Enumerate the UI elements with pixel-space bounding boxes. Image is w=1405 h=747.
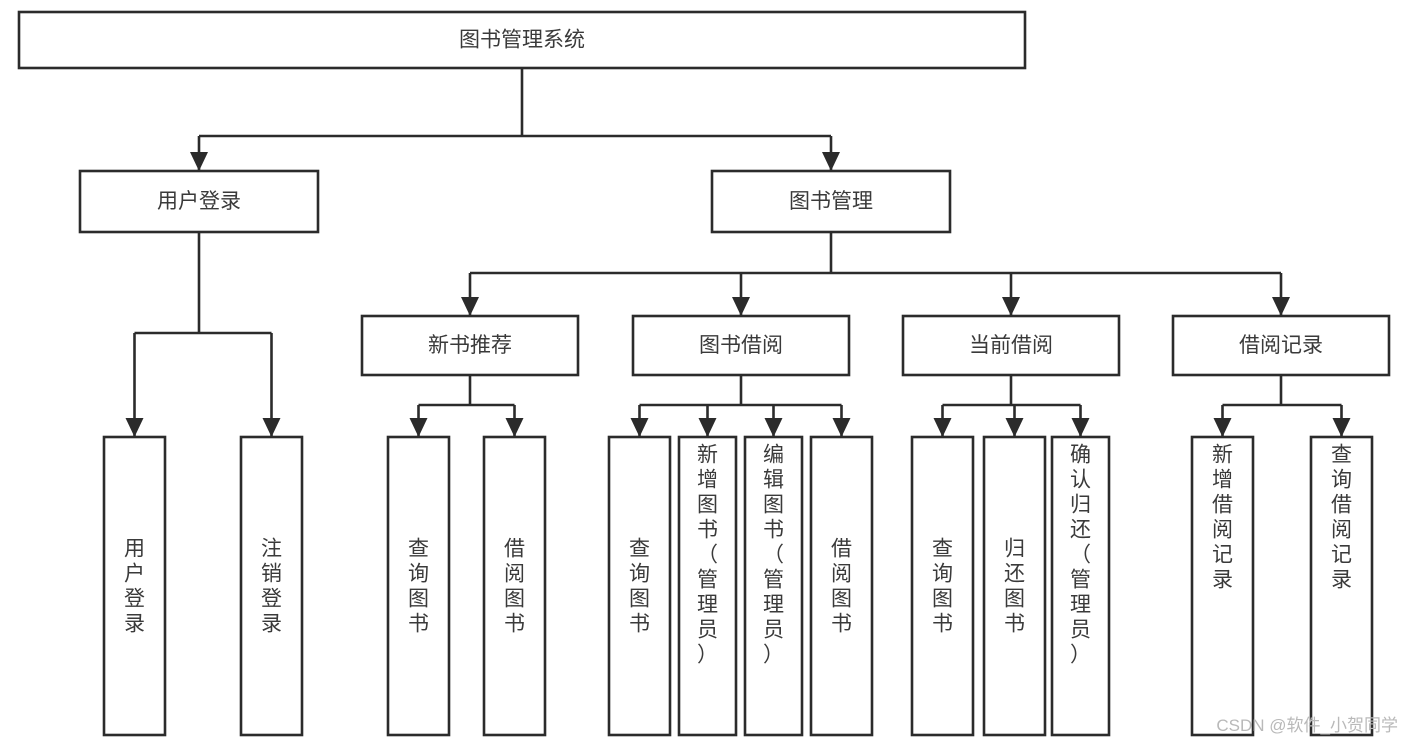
node-root-label: 图书管理系统	[459, 29, 585, 52]
node-leaf-4[interactable]: 查询图书	[607, 435, 672, 737]
node-leaf-0[interactable]: 用户登录	[102, 435, 167, 737]
level3-1-to-leaves-arrow-3	[832, 418, 851, 437]
node-level2-1-rect[interactable]	[710, 169, 952, 234]
node-leaf-9-rect[interactable]	[982, 435, 1047, 737]
node-leaf-11-label: 新增借阅记录	[1212, 444, 1233, 592]
mgmt-to-level3-arrow-3	[1272, 297, 1290, 316]
node-leaf-6-rect[interactable]	[743, 435, 804, 737]
node-leaf-0-rect[interactable]	[102, 435, 167, 737]
login-to-leaves-arrow-1	[262, 418, 281, 437]
node-level3-3[interactable]: 借阅记录	[1171, 314, 1391, 377]
level3-3-to-leaves-arrow-0	[1213, 418, 1232, 437]
node-leaf-3-label: 借阅图书	[504, 538, 525, 636]
node-leaf-6-label: 编辑图书（管理员）	[763, 444, 784, 667]
node-leaf-7-rect[interactable]	[809, 435, 874, 737]
node-leaf-9-label: 归还图书	[1004, 538, 1025, 636]
level3-1-to-leaves-arrow-2	[764, 418, 783, 437]
node-level2-1[interactable]: 图书管理	[710, 169, 952, 234]
node-level3-0[interactable]: 新书推荐	[360, 314, 580, 377]
node-leaf-8[interactable]: 查询图书	[910, 435, 975, 737]
node-level2-0[interactable]: 用户登录	[78, 169, 320, 234]
node-level3-1-label: 图书借阅	[699, 334, 783, 357]
node-leaf-11-rect[interactable]	[1190, 435, 1255, 737]
level3-2-to-leaves-arrow-1	[1005, 418, 1024, 437]
node-level3-2[interactable]: 当前借阅	[901, 314, 1121, 377]
node-leaf-11[interactable]: 新增借阅记录	[1190, 435, 1255, 737]
mgmt-to-level3-arrow-1	[732, 297, 750, 316]
node-leaf-6[interactable]: 编辑图书（管理员）	[743, 435, 804, 737]
node-leaf-1[interactable]: 注销登录	[239, 435, 304, 737]
node-leaf-3[interactable]: 借阅图书	[482, 435, 547, 737]
node-level3-1[interactable]: 图书借阅	[631, 314, 851, 377]
connector-layer	[125, 68, 1351, 437]
level3-2-to-leaves-arrow-2	[1071, 418, 1090, 437]
node-leaf-2-rect[interactable]	[386, 435, 451, 737]
node-leaf-0-label: 用户登录	[124, 538, 145, 636]
node-root-rect[interactable]	[17, 10, 1027, 70]
node-leaf-7-label: 借阅图书	[831, 538, 852, 636]
node-leaf-5-rect[interactable]	[677, 435, 738, 737]
node-leaf-10[interactable]: 确认归还（管理员）	[1050, 435, 1111, 737]
node-leaf-10-rect[interactable]	[1050, 435, 1111, 737]
node-level3-0-label: 新书推荐	[428, 334, 512, 357]
mgmt-to-level3-arrow-0	[461, 297, 479, 316]
node-level2-1-label: 图书管理	[789, 190, 873, 213]
csdn-watermark: CSDN @软件_小贺同学	[1216, 716, 1398, 735]
node-leaf-12-rect[interactable]	[1309, 435, 1374, 737]
node-level3-0-rect[interactable]	[360, 314, 580, 377]
node-leaf-12-label: 查询借阅记录	[1331, 444, 1352, 592]
root-to-level2-arrow-1	[822, 152, 840, 171]
level3-0-to-leaves-arrow-0	[409, 418, 428, 437]
node-level2-0-rect[interactable]	[78, 169, 320, 234]
node-leaf-5[interactable]: 新增图书（管理员）	[677, 435, 738, 737]
node-leaf-2-label: 查询图书	[408, 538, 429, 636]
node-leaf-4-rect[interactable]	[607, 435, 672, 737]
node-leaf-12[interactable]: 查询借阅记录	[1309, 435, 1374, 737]
level3-1-to-leaves-arrow-0	[630, 418, 649, 437]
node-level3-3-rect[interactable]	[1171, 314, 1391, 377]
node-leaf-10-label: 确认归还（管理员）	[1070, 444, 1091, 667]
node-leaf-7[interactable]: 借阅图书	[809, 435, 874, 737]
node-leaf-9[interactable]: 归还图书	[982, 435, 1047, 737]
node-level3-2-label: 当前借阅	[969, 334, 1053, 357]
node-leaf-5-label: 新增图书（管理员）	[697, 444, 718, 667]
root-to-level2-arrow-0	[190, 152, 208, 171]
level3-3-to-leaves-arrow-1	[1332, 418, 1351, 437]
node-leaf-8-rect[interactable]	[910, 435, 975, 737]
node-layer: 图书管理系统用户登录图书管理新书推荐图书借阅当前借阅借阅记录用户登录注销登录查询…	[17, 10, 1391, 737]
node-level3-3-label: 借阅记录	[1239, 334, 1323, 357]
node-level3-2-rect[interactable]	[901, 314, 1121, 377]
node-leaf-3-rect[interactable]	[482, 435, 547, 737]
mgmt-to-level3-arrow-2	[1002, 297, 1020, 316]
node-leaf-1-rect[interactable]	[239, 435, 304, 737]
level3-2-to-leaves-arrow-0	[933, 418, 952, 437]
node-leaf-2[interactable]: 查询图书	[386, 435, 451, 737]
node-root[interactable]: 图书管理系统	[17, 10, 1027, 70]
node-level2-0-label: 用户登录	[157, 190, 241, 213]
login-to-leaves-arrow-0	[125, 418, 144, 437]
node-leaf-8-label: 查询图书	[932, 538, 953, 636]
level3-1-to-leaves-arrow-1	[698, 418, 717, 437]
node-leaf-1-label: 注销登录	[261, 538, 282, 636]
level3-0-to-leaves-arrow-1	[505, 418, 524, 437]
node-leaf-4-label: 查询图书	[629, 538, 650, 636]
node-level3-1-rect[interactable]	[631, 314, 851, 377]
